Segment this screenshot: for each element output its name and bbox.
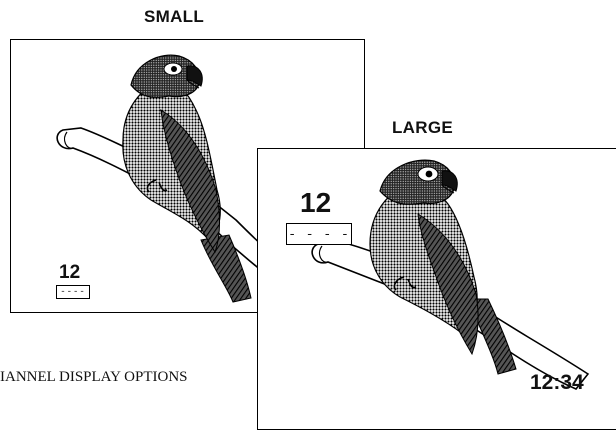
- large-display-panel: 12 - - - - 12:34: [257, 148, 616, 430]
- small-channel-number: 12: [59, 262, 81, 283]
- caption: IANNEL DISPLAY OPTIONS: [0, 369, 188, 385]
- small-heading: SMALL: [144, 7, 205, 26]
- clock-display: 12:34: [530, 371, 584, 394]
- large-heading: LARGE: [392, 118, 453, 137]
- small-channel-name-box: ----: [56, 285, 90, 299]
- large-channel-number: 12: [300, 187, 332, 218]
- large-channel-name-box: - - - -: [286, 223, 352, 245]
- parrot-illustration-small: [56, 54, 288, 303]
- parrot-illustration-large: [311, 159, 590, 390]
